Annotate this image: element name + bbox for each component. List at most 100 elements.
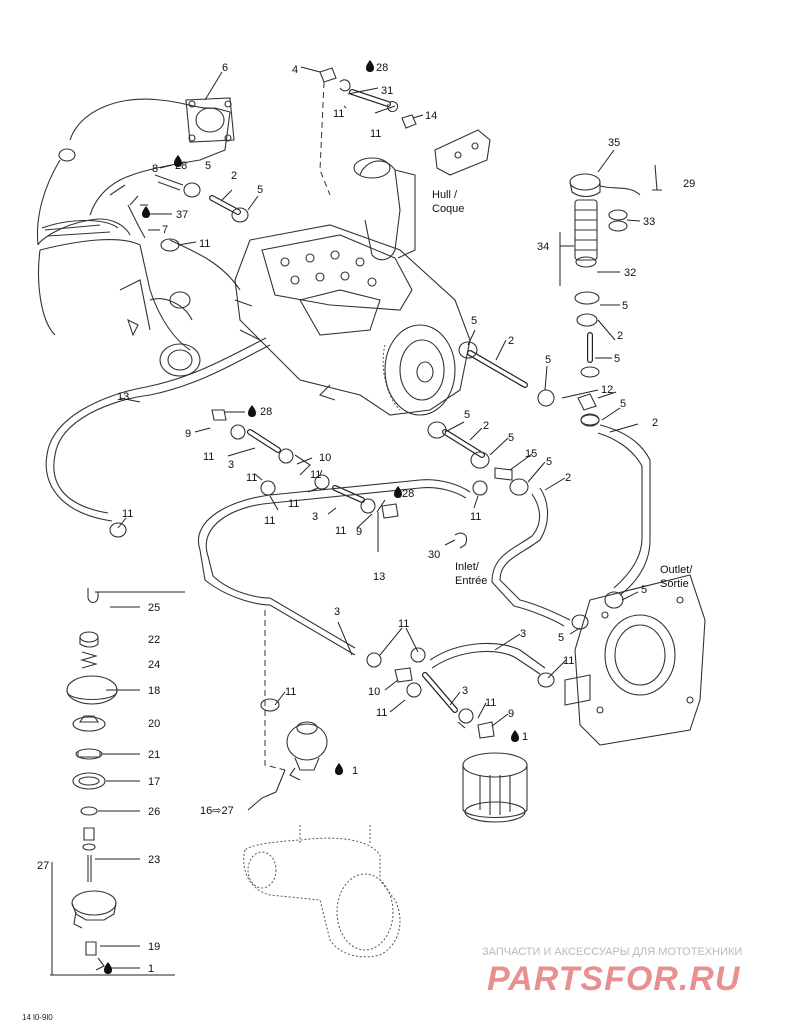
callout: 3 xyxy=(312,511,318,523)
callout: 13 xyxy=(373,571,385,583)
callout: 1 xyxy=(352,765,358,777)
callout: 11 xyxy=(246,472,257,484)
callout: 4 xyxy=(292,64,298,76)
label-entree: Entrée xyxy=(455,575,487,587)
callout: 2 xyxy=(231,170,237,182)
callout: 9 xyxy=(356,526,362,538)
callout: 21 xyxy=(148,749,160,761)
callout: 6 xyxy=(222,62,228,74)
label-coque: Coque xyxy=(432,203,464,215)
section-labels: Hull / Coque Inlet/ Entrée Outlet/ Sorti… xyxy=(200,189,693,817)
callout: 1 xyxy=(148,963,154,975)
hull-fitting xyxy=(319,67,491,196)
callout: 11 xyxy=(199,238,210,250)
callout: 3 xyxy=(462,685,468,697)
callout: 2 xyxy=(652,417,658,429)
callout: 32 xyxy=(624,267,636,279)
sealant-drop-icons xyxy=(104,60,519,974)
callout: 28 xyxy=(402,488,414,500)
callout: 1 xyxy=(522,731,528,743)
callout: 5 xyxy=(257,184,263,196)
callout: 19 xyxy=(148,941,160,953)
muffler xyxy=(243,825,401,958)
siphon-valve-assembly xyxy=(569,164,662,426)
callout: 15 xyxy=(525,448,537,460)
callout: 18 xyxy=(148,685,160,697)
callout: 24 xyxy=(148,659,160,671)
callout: 9 xyxy=(508,708,514,720)
callout: 27 xyxy=(37,860,49,872)
callout: 11 xyxy=(285,686,296,698)
callout: 10 xyxy=(319,452,331,464)
callout: 5 xyxy=(464,409,470,421)
callout: 2 xyxy=(508,335,514,347)
callout: 5 xyxy=(558,632,564,644)
drawing-code: 14 l0-9l0 xyxy=(22,1013,53,1022)
regulator-valve xyxy=(286,721,328,781)
callout: 35 xyxy=(608,137,620,149)
callout: 5 xyxy=(471,315,477,327)
callout: 3 xyxy=(228,459,234,471)
callout: 31 xyxy=(381,85,393,97)
callout: 11 xyxy=(264,515,275,527)
watermark-tagline: ЗАПЧАСТИ И АКСЕССУАРЫ ДЛЯ МОТОТЕХНИКИ xyxy=(482,946,742,958)
callout: 11 xyxy=(470,511,481,523)
callout: 11 xyxy=(333,108,344,120)
callout: 7 xyxy=(162,224,168,236)
callout: 5 xyxy=(622,300,628,312)
callout: 2 xyxy=(483,420,489,432)
callout: 8 xyxy=(152,163,158,175)
callout: 23 xyxy=(148,854,160,866)
label-inlet: Inlet/ xyxy=(455,561,480,573)
callout: 11 xyxy=(288,498,299,510)
callout: 3 xyxy=(334,606,340,618)
leader-lines xyxy=(95,66,641,969)
callout-numbers: 6 4 28 31 11 11 14 35 29 33 34 32 28 5 8… xyxy=(37,62,695,975)
callout: 26 xyxy=(148,806,160,818)
callout: 5 xyxy=(205,160,211,172)
callout: 2 xyxy=(565,472,571,484)
callout: 37 xyxy=(176,209,188,221)
callout: 11 xyxy=(370,128,381,140)
callout: 28 xyxy=(175,160,187,172)
callout: 11 xyxy=(335,525,346,537)
label-outlet: Outlet/ xyxy=(660,564,693,576)
valve-stack xyxy=(50,588,185,976)
callout: 25 xyxy=(148,602,160,614)
callout: 11 xyxy=(398,618,409,630)
callout: 2 xyxy=(617,330,623,342)
callout: 11 xyxy=(122,508,133,520)
callout: 14 xyxy=(425,110,437,122)
exhaust-manifold xyxy=(36,97,235,377)
callout: 34 xyxy=(537,241,549,253)
label-sortie: Sortie xyxy=(660,578,689,590)
callout: 28 xyxy=(376,62,388,74)
callout: 33 xyxy=(643,216,655,228)
callout: 17 xyxy=(148,776,160,788)
callout: 12 xyxy=(601,384,613,396)
hoses xyxy=(45,195,651,771)
callout: 5 xyxy=(545,354,551,366)
filter-cartridge xyxy=(462,752,528,823)
callout: 9 xyxy=(185,428,191,440)
callout: 30 xyxy=(428,549,440,561)
callout: 11 xyxy=(563,655,574,667)
watermark-logo: PARTSFOR.RU xyxy=(487,960,741,998)
callout: 5 xyxy=(546,456,552,468)
callout: 5 xyxy=(641,584,647,596)
callout: 5 xyxy=(620,398,626,410)
callout: 29 xyxy=(683,178,695,190)
callout: 20 xyxy=(148,718,160,730)
clamps-fittings xyxy=(109,174,624,739)
callout: 11 xyxy=(203,451,214,463)
callout: 13 xyxy=(117,391,129,403)
callout: 3 xyxy=(520,628,526,640)
callout: 11 xyxy=(376,707,387,719)
callout: 5 xyxy=(508,432,514,444)
label-ref-16-27: 16⇨27 xyxy=(200,805,234,817)
jet-pump-housing xyxy=(564,574,706,746)
label-hull: Hull / xyxy=(432,189,458,201)
callout: 11 xyxy=(485,697,496,709)
